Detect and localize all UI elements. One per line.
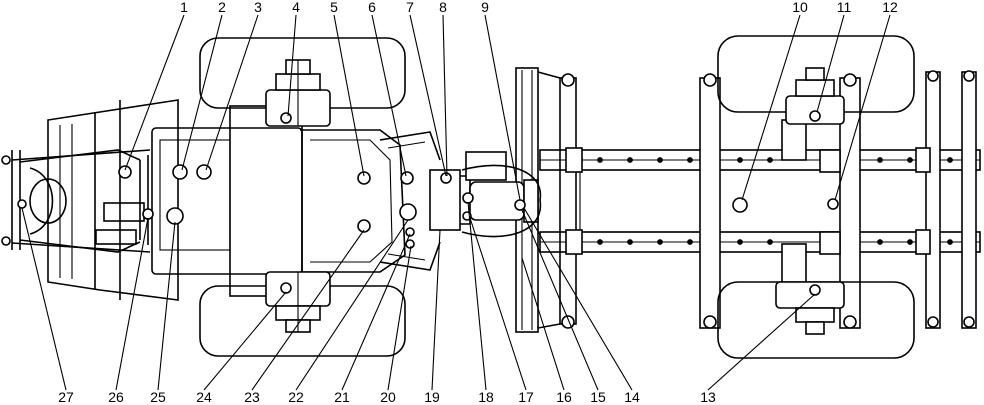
callout-25: 25 (150, 389, 166, 405)
callout-12: 12 (882, 0, 898, 15)
callout-7: 7 (406, 0, 414, 15)
callout-17: 17 (518, 389, 534, 405)
callout-15: 15 (590, 389, 606, 405)
leader-lines (21, 14, 891, 391)
callout-11: 11 (837, 0, 852, 15)
callout-4: 4 (292, 0, 300, 15)
callout-1: 1 (180, 0, 188, 15)
callout-19: 19 (424, 389, 440, 405)
lubrication-points (17, 110, 839, 296)
callout-16: 16 (556, 389, 572, 405)
callout-24: 24 (196, 389, 212, 405)
callout-20: 20 (380, 389, 396, 405)
trailer-frame (539, 70, 981, 329)
callout-18: 18 (478, 389, 494, 405)
callout-23: 23 (244, 389, 260, 405)
callout-9: 9 (481, 0, 489, 15)
callout-22: 22 (288, 389, 304, 405)
callout-10: 10 (792, 0, 808, 15)
callout-3: 3 (254, 0, 262, 15)
callout-27: 27 (58, 389, 74, 405)
callout-labels: 1 2 3 4 5 6 7 8 9 10 11 12 13 14 15 16 1… (58, 0, 898, 405)
callout-21: 21 (334, 389, 350, 405)
callout-8: 8 (439, 0, 447, 15)
callout-26: 26 (108, 389, 124, 405)
trailer-front-assembly (461, 67, 577, 333)
callout-6: 6 (368, 0, 376, 15)
callout-5: 5 (330, 0, 338, 15)
callout-14: 14 (624, 389, 640, 405)
callout-2: 2 (218, 0, 226, 15)
callout-13: 13 (700, 389, 716, 405)
trailer-wheel-bottom (717, 281, 915, 359)
